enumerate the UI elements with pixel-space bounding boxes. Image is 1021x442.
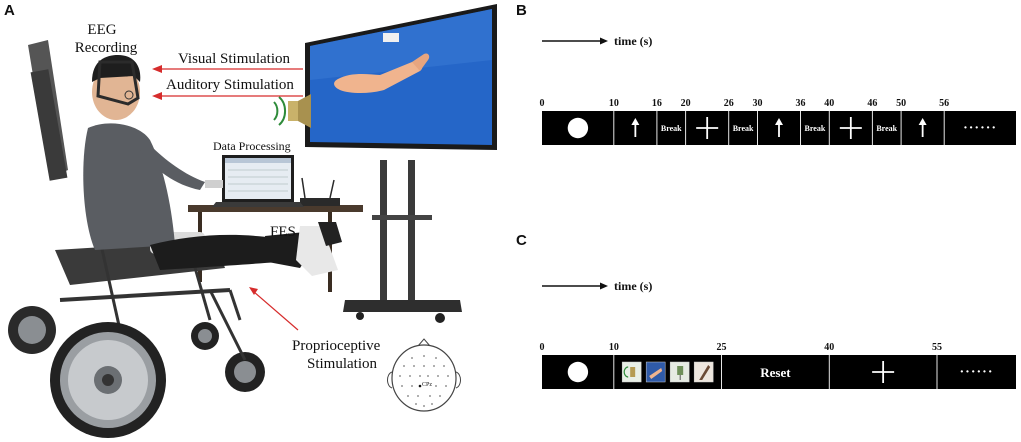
timeline-c: time (s) Reset ······ 0 10 25 40 55 bbox=[540, 279, 1016, 389]
timeline-c-time-axis-label: time (s) bbox=[614, 279, 652, 293]
timeline-c-thumb-proprioceptive-icon bbox=[693, 361, 714, 383]
proprioceptive-label-line1: Proprioceptive bbox=[292, 338, 381, 354]
timeline-c-segment-label: Reset bbox=[760, 365, 791, 380]
timeline-c-sound-wave-icon bbox=[623, 366, 629, 378]
speaker-icon bbox=[273, 94, 311, 128]
timeline-b-tick-label: 0 bbox=[540, 98, 545, 109]
timeline-b-up-arrow-head-icon bbox=[918, 118, 927, 125]
timeline-b-segment-label: Break bbox=[805, 124, 826, 133]
participant bbox=[83, 55, 342, 276]
timeline-c-stimulator-icon bbox=[677, 366, 684, 375]
tv-stand bbox=[343, 160, 462, 323]
electrode-map bbox=[387, 338, 461, 412]
laptop bbox=[212, 155, 304, 207]
timeline-c-tick-label: 40 bbox=[824, 342, 834, 353]
timeline-b-tick-label: 46 bbox=[867, 98, 877, 109]
timeline-c-circle-cue-icon bbox=[567, 361, 589, 383]
timeline-b-time-arrow-icon bbox=[600, 37, 608, 45]
timeline-c-continuation-dots: ······ bbox=[959, 365, 993, 380]
timeline-b-circle-cue-icon bbox=[567, 117, 589, 139]
panel-letter-a: A bbox=[4, 2, 15, 19]
timeline-c-tick-label: 25 bbox=[717, 342, 727, 353]
auditory-stimulation-label: Auditory Stimulation bbox=[166, 77, 294, 93]
data-processing-label: Data Processing bbox=[213, 139, 291, 153]
timeline-b-segment-label: Break bbox=[876, 124, 897, 133]
timeline-b-tick-label: 40 bbox=[824, 98, 834, 109]
setup-illustration bbox=[8, 4, 497, 438]
timeline-b-tick-label: 26 bbox=[724, 98, 734, 109]
timeline-b-tick-label: 50 bbox=[896, 98, 906, 109]
timeline-b-time-axis-label: time (s) bbox=[614, 34, 652, 48]
timeline-b-continuation-dots: ······ bbox=[963, 121, 997, 136]
timeline-c-speaker-icon bbox=[630, 367, 636, 377]
timeline-b-tick-label: 20 bbox=[681, 98, 691, 109]
panel-letter-c: C bbox=[516, 232, 527, 249]
eeg-label-line2: Recording bbox=[74, 40, 138, 56]
timeline-b-tick-label: 36 bbox=[796, 98, 806, 109]
timeline-b-segment-label: Break bbox=[661, 124, 682, 133]
timeline-b-segment-label: Break bbox=[733, 124, 754, 133]
panel-letter-b: B bbox=[516, 2, 527, 19]
visual-stimulation-label: Visual Stimulation bbox=[178, 51, 291, 67]
timeline-c-time-arrow-icon bbox=[600, 282, 608, 290]
display-screen bbox=[305, 4, 497, 150]
timeline-b-tick-label: 56 bbox=[939, 98, 949, 109]
electrode-cpz-label: CPz bbox=[422, 382, 433, 388]
timeline-b-up-arrow-head-icon bbox=[775, 118, 783, 125]
eeg-label-line1: EEG bbox=[87, 22, 117, 38]
timeline-c-tick-label: 10 bbox=[609, 342, 619, 353]
timeline-b-tick-label: 30 bbox=[752, 98, 762, 109]
timeline-c-leg-icon bbox=[649, 368, 663, 379]
timeline-b-up-arrow-head-icon bbox=[631, 118, 640, 125]
timeline-b-tick-label: 10 bbox=[609, 98, 619, 109]
timeline-c-tick-label: 55 bbox=[932, 342, 942, 353]
timelines: time (s) Break Break Break Break ······ 0 10 16 2… bbox=[540, 34, 1016, 389]
fes-label: FES bbox=[270, 224, 296, 240]
timeline-c-brace-icon bbox=[699, 365, 711, 380]
timeline-b: time (s) Break Break Break Break ······ 0 10 16 2… bbox=[540, 34, 1016, 145]
proprioceptive-label-line2: Stimulation bbox=[307, 356, 378, 372]
timeline-c-tick-label: 0 bbox=[540, 342, 545, 353]
timeline-b-tick-label: 16 bbox=[652, 98, 662, 109]
